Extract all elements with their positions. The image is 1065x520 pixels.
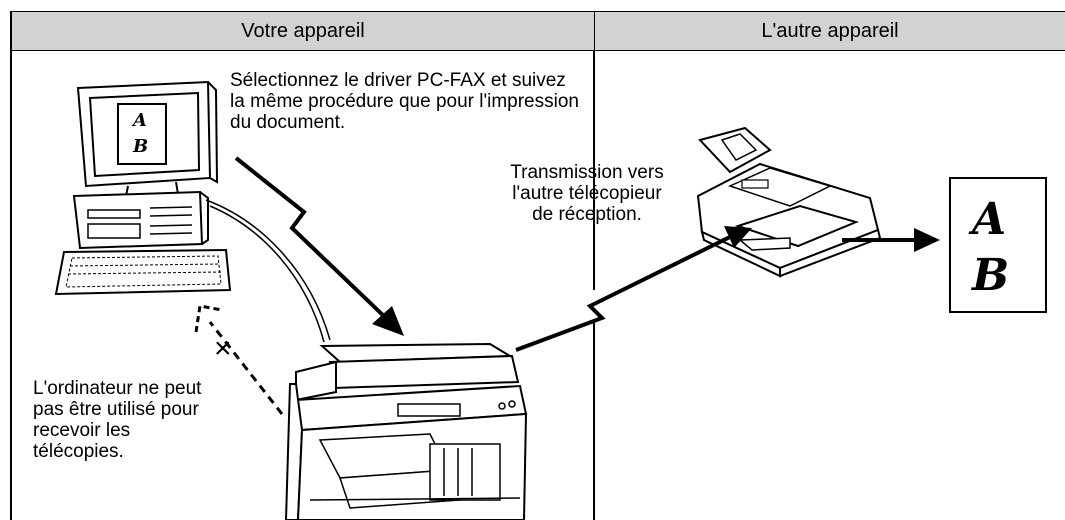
copier-to-fax-arrowhead — [724, 226, 752, 248]
output-document — [949, 177, 1047, 313]
pc-to-copier-arrowhead — [372, 306, 404, 336]
select-driver-note: Sélectionnez le driver PC-FAX et suivez … — [230, 70, 579, 133]
computer-illustration — [54, 80, 331, 343]
blocked-arrowhead — [194, 304, 223, 333]
pc-to-copier-arrow — [234, 156, 390, 322]
blocked-cross-mark: × — [214, 332, 232, 365]
fax-machine-illustration — [696, 126, 882, 278]
output-letter-a: A — [972, 194, 1007, 245]
copier-to-fax-arrow — [515, 232, 737, 352]
fax-to-document-arrowhead — [914, 228, 940, 252]
screen-letter-a: A — [133, 110, 147, 131]
copier-illustration — [284, 342, 528, 520]
screen-letter-b: B — [133, 136, 149, 157]
output-letter-b: B — [972, 250, 1010, 301]
header-left-title: Votre appareil — [12, 12, 594, 50]
computer-limitation-note: L'ordinateur ne peut pas être utilisé po… — [33, 378, 202, 462]
header-right-title: L'autre appareil — [595, 12, 1065, 50]
blocked-arrow — [208, 321, 284, 415]
transmission-note: Transmission vers l'autre télécopieur de… — [510, 162, 664, 225]
